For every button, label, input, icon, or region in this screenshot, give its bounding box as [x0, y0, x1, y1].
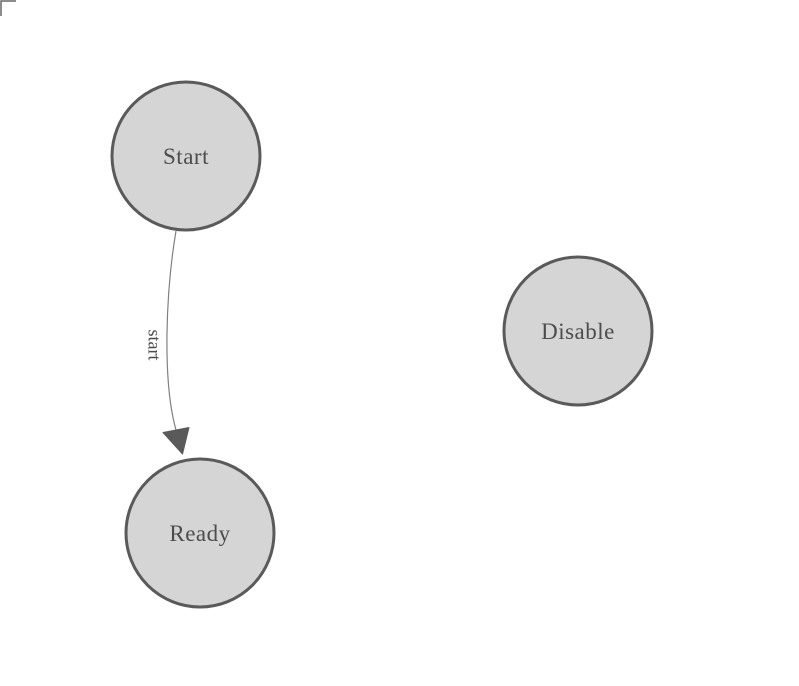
state-circle-ready[interactable]	[124, 457, 276, 609]
state-circle-disable[interactable]	[502, 255, 654, 407]
state-circle-start[interactable]	[110, 80, 262, 232]
state-label-disable: Disable	[541, 319, 615, 344]
arrowhead-icon	[162, 427, 190, 455]
state-node-start[interactable]: Start	[110, 80, 262, 232]
state-label-start: Start	[163, 144, 209, 169]
edge-label: start	[145, 330, 165, 361]
state-node-disable[interactable]: Disable	[502, 255, 654, 407]
paper-corner-mark	[0, 0, 16, 16]
edge-curve[interactable]	[166, 230, 177, 431]
transition-edge-start-to-ready[interactable]: start	[145, 230, 190, 455]
state-label-ready: Ready	[169, 521, 230, 546]
state-node-ready[interactable]: Ready	[124, 457, 276, 609]
